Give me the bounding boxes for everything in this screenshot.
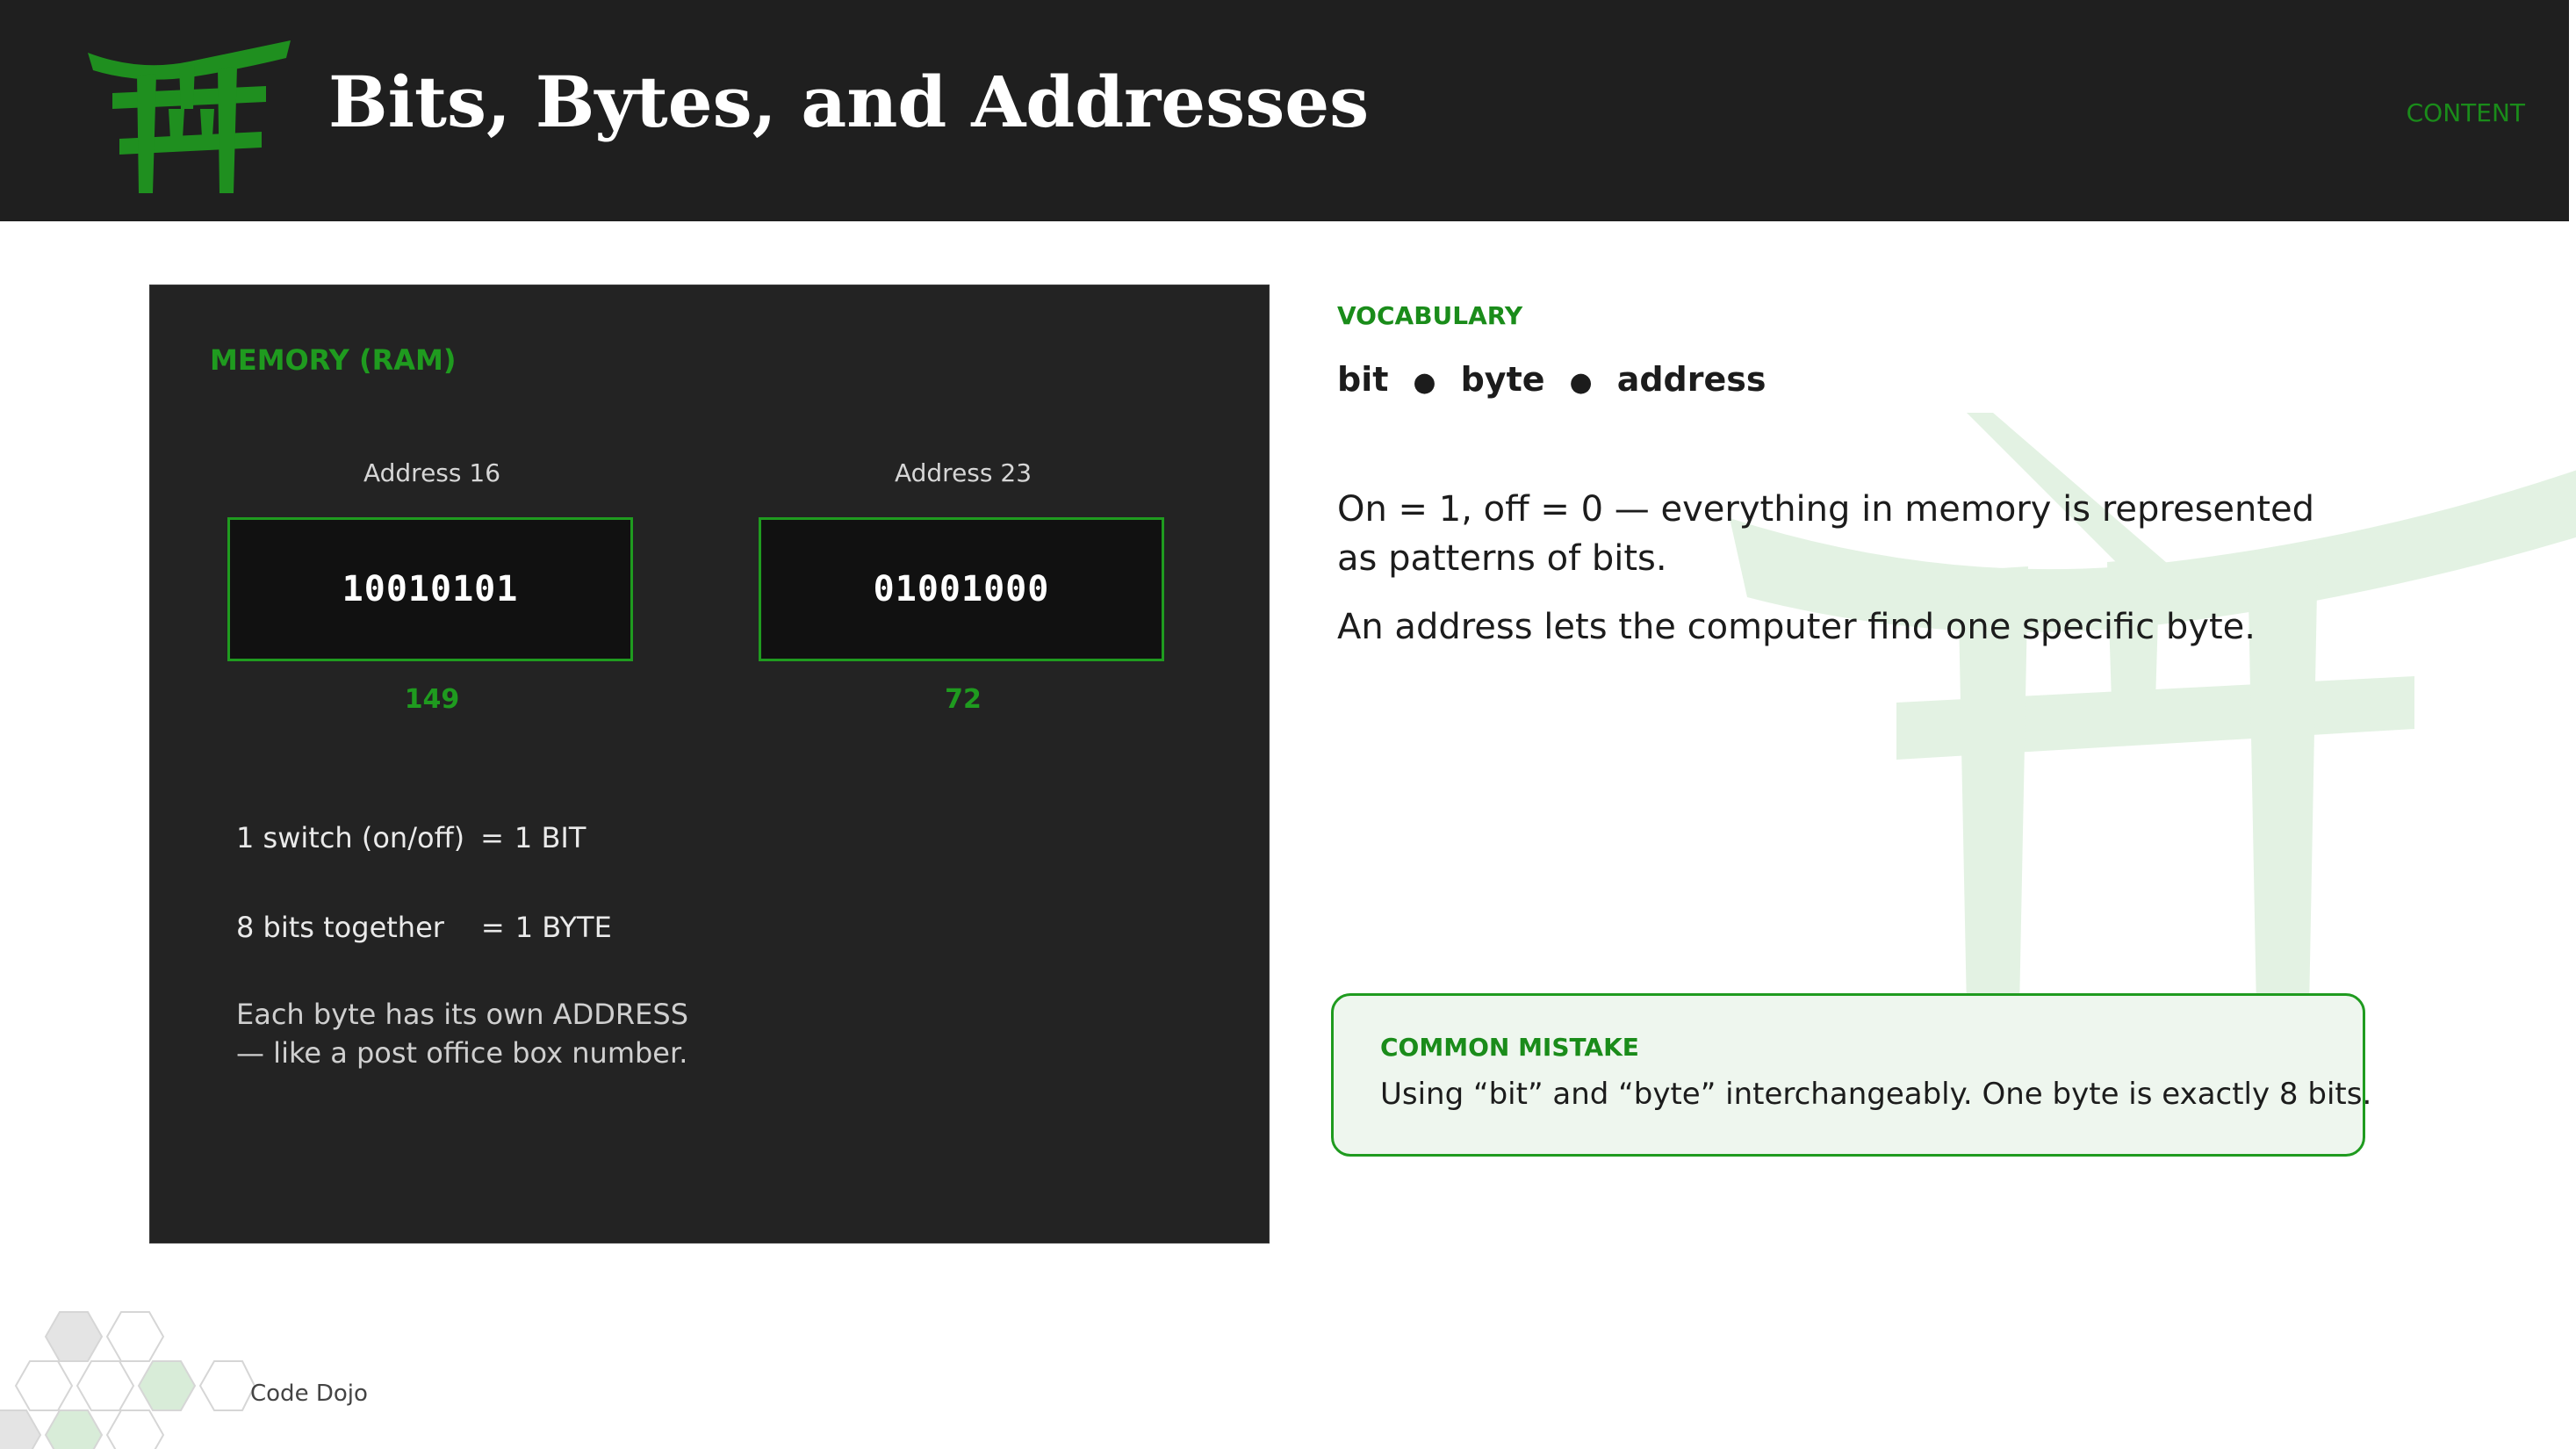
- fact-left: 8 bits together: [236, 911, 444, 944]
- fact-right: 1 BYTE: [514, 911, 612, 944]
- fact-equals: =: [480, 821, 504, 854]
- section-tag: CONTENT: [2406, 98, 2525, 127]
- fact-address-note: Each byte has its own ADDRESS — like a p…: [236, 995, 688, 1072]
- note-line-1: Each byte has its own ADDRESS: [236, 998, 688, 1031]
- memory-cell-2: Address 23 01001000 72: [759, 456, 1168, 715]
- byte-value-box: 10010101: [227, 517, 633, 661]
- memory-cell-1: Address 16 10010101 149: [227, 456, 637, 715]
- fact-equals: =: [480, 911, 505, 944]
- decimal-value: 149: [404, 684, 460, 715]
- bullet-separator: ●: [1569, 367, 1593, 398]
- byte-value-box: 01001000: [759, 517, 1164, 661]
- memory-panel-label: MEMORY (RAM): [210, 343, 457, 377]
- common-mistake-callout: COMMON MISTAKE Using “bit” and “byte” in…: [1331, 993, 2371, 1157]
- page-title: Bits, Bytes, and Addresses: [328, 61, 1370, 143]
- footer-brand: Code Dojo: [250, 1381, 368, 1407]
- memory-panel: MEMORY (RAM) Address 16 10010101 149 Add…: [149, 285, 1270, 1244]
- body-paragraph-1: On = 1, off = 0 — everything in memory i…: [1337, 489, 2315, 579]
- address-label: Address 23: [894, 458, 1033, 487]
- torii-gate-icon: [88, 40, 291, 193]
- hexagon-pattern-icon: [0, 1311, 255, 1449]
- note-line-2: — like a post office box number.: [236, 1036, 688, 1070]
- decimal-value: 72: [945, 684, 982, 715]
- vocab-term: bit: [1337, 360, 1389, 399]
- fact-left: 1 switch (on/off): [236, 821, 465, 854]
- common-mistake-label: COMMON MISTAKE: [1380, 1033, 1639, 1062]
- fact-bit: 1 switch (on/off) = 1 BIT: [236, 821, 586, 854]
- torii-watermark-icon: [1730, 413, 2576, 1010]
- body-paragraph-2: An address lets the computer find one sp…: [1337, 607, 2256, 647]
- vocabulary-list: bit ● byte ● address: [1337, 360, 1767, 399]
- fact-byte: 8 bits together = 1 BYTE: [236, 911, 612, 944]
- fact-right: 1 BIT: [514, 821, 586, 854]
- common-mistake-text: Using “bit” and “byte” interchangeably. …: [1380, 1077, 2372, 1112]
- vocab-term: address: [1616, 360, 1767, 399]
- vocab-term: byte: [1460, 360, 1545, 399]
- vocabulary-label: VOCABULARY: [1337, 301, 1523, 330]
- header-bar: Bits, Bytes, and Addresses CONTENT: [0, 0, 2569, 221]
- bullet-separator: ●: [1413, 367, 1436, 398]
- address-label: Address 16: [363, 458, 501, 487]
